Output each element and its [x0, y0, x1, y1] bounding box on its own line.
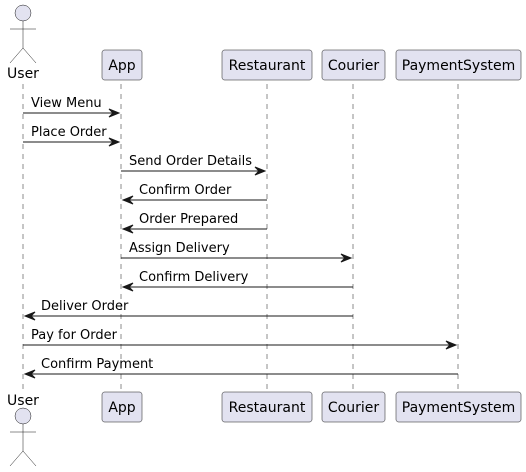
message-arrow: Place Order [23, 125, 121, 147]
arrow-left-icon [23, 369, 36, 379]
message-label: Order Prepared [139, 212, 238, 227]
arrow-right-icon [108, 137, 121, 147]
participant-restaurant-top: Restaurant [221, 49, 313, 81]
message-arrow: Confirm Delivery [121, 270, 353, 292]
message-label: Deliver Order [41, 299, 129, 314]
actor-user-bottom: User [7, 393, 39, 467]
lifelines [22, 84, 459, 392]
message-arrow: View Menu [23, 96, 121, 118]
message-label: Place Order [31, 125, 107, 140]
arrow-right-icon [108, 108, 121, 118]
participant-label-payment: PaymentSystem [402, 400, 516, 416]
participant-restaurant-bottom: Restaurant [221, 391, 313, 423]
participant-label-app: App [108, 58, 135, 74]
arrow-left-icon [121, 282, 134, 292]
arrow-left-icon [121, 195, 134, 205]
participant-label-courier: Courier [328, 400, 379, 416]
participant-payment-bottom: PaymentSystem [395, 391, 522, 423]
participant-label-app: App [108, 400, 135, 416]
participant-app-bottom: App [101, 391, 143, 423]
actor-head-icon [14, 4, 32, 22]
messages: View Menu Place Order Send Order Details… [23, 96, 458, 379]
message-label: Confirm Delivery [139, 270, 249, 285]
participant-courier-bottom: Courier [321, 391, 386, 423]
message-label: Confirm Payment [41, 357, 153, 372]
participant-app-top: App [101, 49, 143, 81]
message-arrow: Confirm Payment [23, 357, 458, 379]
message-label: Send Order Details [129, 154, 252, 169]
participants-bottom: User App Restaurant Courier PaymentSyste… [7, 391, 522, 467]
message-arrow: Assign Delivery [121, 241, 353, 263]
participant-payment-top: PaymentSystem [395, 49, 522, 81]
message-arrow: Confirm Order [121, 183, 267, 205]
message-arrow: Pay for Order [23, 328, 458, 350]
participant-label-restaurant: Restaurant [229, 58, 306, 74]
actor-user-top: User [7, 4, 39, 82]
message-label: Assign Delivery [129, 241, 230, 256]
participant-label-courier: Courier [328, 58, 379, 74]
arrow-right-icon [254, 166, 267, 176]
participants-top: User App Restaurant Courier PaymentSyste… [7, 4, 522, 82]
arrow-left-icon [121, 224, 134, 234]
message-label: Confirm Order [139, 183, 232, 198]
arrow-right-icon [340, 253, 353, 263]
message-label: Pay for Order [31, 328, 118, 343]
participant-label-user: User [7, 393, 39, 409]
arrow-right-icon [445, 340, 458, 350]
participant-label-restaurant: Restaurant [229, 400, 306, 416]
message-arrow: Order Prepared [121, 212, 267, 234]
participant-label-user: User [7, 66, 39, 82]
actor-head-icon [14, 407, 32, 425]
arrow-left-icon [23, 311, 36, 321]
message-arrow: Deliver Order [23, 299, 353, 321]
message-label: View Menu [31, 96, 102, 111]
participant-courier-top: Courier [321, 49, 386, 81]
message-arrow: Send Order Details [121, 154, 267, 176]
participant-label-payment: PaymentSystem [402, 58, 516, 74]
